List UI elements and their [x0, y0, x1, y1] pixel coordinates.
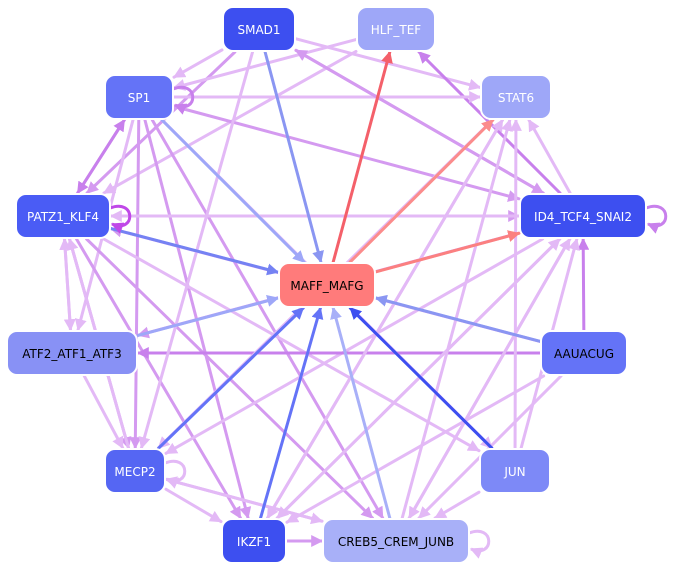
edge-ikzf1-to-stat6	[266, 118, 504, 520]
node-label: MAFF_MAFG	[290, 279, 363, 293]
node-sp1[interactable]: SP1	[104, 74, 174, 120]
edge-sp1-to-creb5_crem_junb	[150, 118, 385, 520]
edge-patz1_klf4-to-jun	[102, 237, 481, 453]
node-label: PATZ1_KLF4	[27, 210, 99, 224]
node-box[interactable]	[15, 193, 111, 239]
self-loop-id4_tcf4_snai2	[645, 204, 668, 234]
edge-id4_tcf4_snai2-to-stat6	[527, 118, 572, 195]
node-jun[interactable]: JUN	[479, 448, 551, 494]
node-mecp2[interactable]: MECP2	[104, 448, 166, 494]
node-box[interactable]	[356, 6, 436, 52]
node-id4-tcf4-snai2[interactable]: ID4_TCF4_SNAI2	[519, 193, 647, 239]
edge-maff_mafg-to-id4_tcf4_snai2	[374, 230, 521, 274]
edge-smad1-to-sp1	[172, 48, 224, 79]
node-label: ATF2_ATF1_ATF3	[22, 347, 121, 361]
edge-id4_tcf4_snai2-to-mecp2	[164, 237, 545, 455]
node-box[interactable]	[480, 74, 552, 120]
edge-creb5_crem_junb-to-maff_mafg	[330, 306, 392, 520]
node-patz1-klf4[interactable]: PATZ1_KLF4	[15, 193, 111, 239]
node-label: JUN	[503, 465, 525, 479]
node-label: SMAD1	[237, 23, 280, 37]
edge-maff_mafg-to-stat6	[348, 118, 495, 264]
node-label: ID4_TCF4_SNAI2	[534, 210, 632, 224]
edge-ikzf1-to-id4_tcf4_snai2	[275, 237, 562, 520]
node-label: CREB5_CREM_JUNB	[338, 535, 454, 549]
edge-mecp2-to-creb5_crem_junb	[164, 477, 324, 525]
node-maff-mafg[interactable]: MAFF_MAFG	[278, 262, 376, 308]
edge-patz1_klf4-to-maff_mafg	[109, 227, 280, 276]
edge-jun-to-maff_mafg	[348, 306, 494, 450]
node-hlf-tef[interactable]: HLF_TEF	[356, 6, 436, 52]
edge-mecp2-to-maff_mafg	[157, 306, 305, 450]
edge-aauacug-to-ikzf1	[285, 374, 546, 524]
edge-smad1-to-maff_mafg	[263, 50, 324, 264]
edge-atf2_atf1_atf3-to-maff_mafg	[136, 295, 280, 337]
edge-atf2_atf1_atf3-to-patz1_klf4	[59, 237, 72, 332]
edge-patz1_klf4-to-sp1	[76, 118, 126, 195]
edge-maff_mafg-to-hlf_tef	[331, 50, 393, 264]
node-atf2-atf1-atf3[interactable]: ATF2_ATF1_ATF3	[6, 330, 138, 376]
node-box[interactable]	[519, 193, 647, 239]
edge-jun-to-creb5_crem_junb	[433, 490, 481, 520]
node-box[interactable]	[278, 262, 376, 308]
edge-mecp2-to-ikzf1	[164, 487, 223, 524]
node-stat6[interactable]: STAT6	[480, 74, 552, 120]
node-label: MECP2	[114, 465, 155, 479]
edge-creb5_crem_junb-to-id4_tcf4_snai2	[407, 237, 572, 520]
edge-ikzf1-to-maff_mafg	[259, 306, 324, 520]
self-loop-sp1	[172, 85, 195, 115]
node-ikzf1[interactable]: IKZF1	[221, 518, 287, 564]
edge-id4_tcf4_snai2-to-smad1	[294, 48, 545, 195]
self-loop-mecp2	[164, 459, 187, 489]
self-loop-creb5_crem_junb	[468, 529, 491, 559]
node-label: STAT6	[498, 91, 534, 105]
self-loop-patz1_klf4	[109, 204, 132, 234]
self-loops-layer	[109, 85, 668, 559]
edge-hlf_tef-to-sp1	[172, 38, 358, 91]
node-creb5-crem-junb[interactable]: CREB5_CREM_JUNB	[322, 518, 470, 564]
edge-patz1_klf4-to-ikzf1	[75, 237, 242, 520]
node-box[interactable]	[222, 6, 296, 52]
edge-smad1-to-patz1_klf4	[85, 50, 237, 195]
node-box[interactable]	[6, 330, 138, 376]
node-label: IKZF1	[237, 535, 271, 549]
edge-sp1-to-maff_mafg	[160, 118, 306, 264]
edge-aauacug-to-id4_tcf4_snai2	[577, 237, 590, 332]
node-box[interactable]	[322, 518, 470, 564]
node-box[interactable]	[104, 74, 174, 120]
node-label: HLF_TEF	[371, 23, 422, 37]
node-label: AAUACUG	[554, 347, 614, 361]
node-label: SP1	[128, 91, 151, 105]
edge-sp1-to-mecp2	[129, 118, 142, 450]
node-box[interactable]	[104, 448, 166, 494]
edge-atf2_atf1_atf3-to-mecp2	[82, 374, 125, 450]
node-box[interactable]	[479, 448, 551, 494]
node-box[interactable]	[540, 330, 628, 376]
node-smad1[interactable]: SMAD1	[222, 6, 296, 52]
node-aauacug[interactable]: AAUACUG	[540, 330, 628, 376]
node-box[interactable]	[221, 518, 287, 564]
edge-aauacug-to-maff_mafg	[374, 294, 542, 343]
